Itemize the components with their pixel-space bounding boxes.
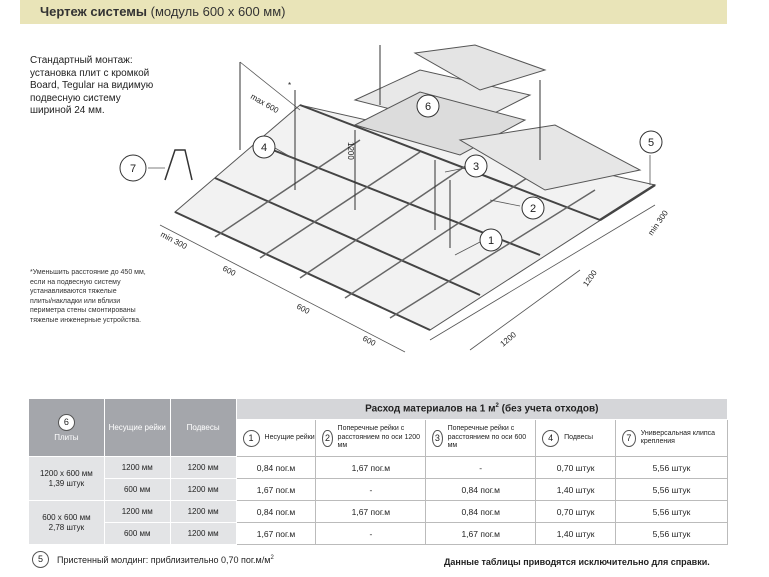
plate-size-cell: 1200 х 600 мм 1,39 штук bbox=[28, 456, 105, 501]
dim-min300-right: min 300 bbox=[646, 208, 670, 237]
callout-1: 1 bbox=[479, 228, 503, 252]
table-row: 600 х 600 мм 2,78 штук 1200 мм 1200 мм 0… bbox=[28, 500, 728, 545]
callout-6: 6 bbox=[416, 94, 440, 118]
svg-text:2: 2 bbox=[530, 203, 536, 215]
svg-text:3: 3 bbox=[473, 161, 479, 173]
col-plates-header: 6 Плиты bbox=[28, 398, 105, 457]
callout-5: 5 bbox=[639, 130, 663, 154]
callout-7: 7 bbox=[119, 154, 147, 182]
callout-2: 2 bbox=[521, 196, 545, 220]
header-bar: Чертеж системы (модуль 600 х 600 мм) bbox=[20, 0, 727, 24]
dim-600-a: 600 bbox=[221, 264, 237, 278]
dim-600-b: 600 bbox=[295, 302, 311, 316]
plates-num-circle: 6 bbox=[57, 413, 75, 431]
svg-text:4: 4 bbox=[261, 142, 267, 154]
consumption-title: Расход материалов на 1 м2 (без учета отх… bbox=[235, 398, 729, 420]
dim-min300-left: min 300 bbox=[159, 230, 189, 252]
table-row: 600 мм 1200 мм 1,67 пог.м - 1,67 пог.м 1… bbox=[29, 522, 728, 545]
materials-table: 6 Плиты Несущие рейки Подвесы Расход мат… bbox=[28, 398, 729, 545]
table-row: 600 мм 1200 мм 1,67 пог.м - 0,84 пог.м 1… bbox=[29, 478, 728, 501]
table-row: 1200 х 600 мм 1,39 штук 1200 мм 1200 мм … bbox=[28, 456, 728, 501]
svg-text:1: 1 bbox=[488, 235, 494, 247]
callout-4: 4 bbox=[252, 135, 276, 159]
ceiling-system-drawing: 1 2 3 4 5 6 7 max 600 * 1200 mi bbox=[119, 44, 670, 353]
mounting-description: Стандартный монтаж: установка плит с кро… bbox=[30, 55, 154, 116]
svg-text:7: 7 bbox=[130, 163, 136, 175]
callouts: 1 2 3 4 5 6 7 bbox=[119, 94, 663, 252]
dim-1200-vert: 1200 bbox=[346, 142, 355, 160]
page-title: Чертеж системы (модуль 600 х 600 мм) bbox=[40, 4, 286, 19]
plate-size-cell: 600 х 600 мм 2,78 штук bbox=[28, 500, 105, 545]
footnote: *Уменьшить расстояние до 450 мм, если на… bbox=[30, 269, 146, 324]
svg-text:5: 5 bbox=[648, 137, 654, 149]
dim-max600: max 600 bbox=[249, 92, 281, 115]
callout-3: 3 bbox=[464, 154, 488, 178]
dim-600-c: 600 bbox=[361, 334, 377, 348]
col-hangers-header: Подвесы bbox=[169, 398, 237, 457]
reference-disclaimer: Данные таблицы приводятся исключительно … bbox=[444, 557, 710, 567]
wall-molding-note: 5 Пристенный молдинг: приблизительно 0,7… bbox=[32, 551, 274, 568]
molding-num-circle: 5 bbox=[32, 551, 49, 568]
col-main-header: Несущие рейки bbox=[103, 398, 171, 457]
svg-text:6: 6 bbox=[425, 101, 431, 113]
dim-asterisk: * bbox=[288, 81, 291, 90]
dim-1200-bottom: 1200 bbox=[499, 330, 519, 349]
dim-1200-right: 1200 bbox=[581, 268, 599, 288]
